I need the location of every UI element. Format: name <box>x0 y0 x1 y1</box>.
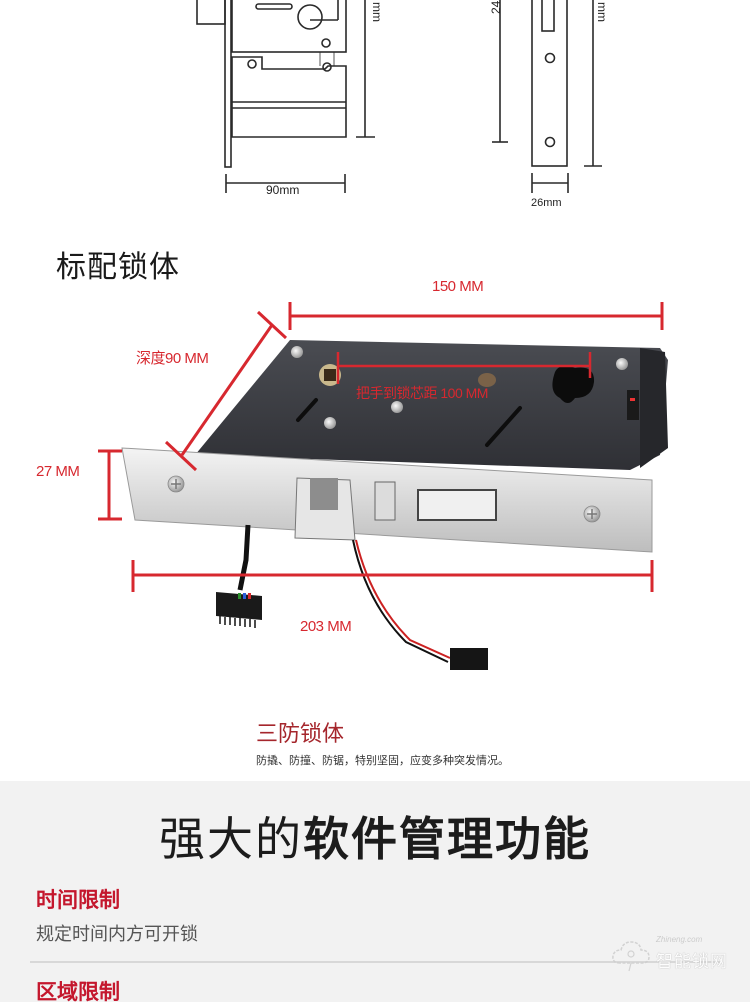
side-width-label: 26mm <box>531 197 562 209</box>
front-height-label: mm <box>370 2 384 22</box>
technical-drawings: 90mm mm 24 mm 26mm <box>0 0 750 225</box>
lock-line-drawing <box>196 0 602 193</box>
standard-lock-title: 标配锁体 <box>56 250 180 285</box>
three-proof-description: 防撬、防撞、防锯，特别坚固，应变多种突发情况。 <box>256 754 509 767</box>
side-height-label: 24 <box>489 0 503 14</box>
watermark: Zhineng.com 智能锁网 <box>610 933 730 977</box>
feature-time-limit-title: 时间限制 <box>36 888 120 912</box>
title-bold-part: 软件管理功能 <box>303 812 591 866</box>
software-management-section: 强大的软件管理功能 时间限制 规定时间内方可开锁 区域限制 Zhineng.co… <box>0 781 750 1002</box>
depth-dimension-label: 深度90 MM <box>136 350 209 367</box>
front-width-label: 90mm <box>266 183 300 197</box>
feature-area-limit-title: 区域限制 <box>36 980 120 1002</box>
length-dimension-label: 150 MM <box>432 278 484 295</box>
faceplate-length-label: 203 MM <box>300 618 352 635</box>
side-height-label-right: mm <box>595 2 609 22</box>
watermark-domain: Zhineng.com <box>656 935 703 944</box>
watermark-brand: 智能锁网 <box>656 952 728 972</box>
cloud-logo-icon <box>612 941 650 972</box>
software-section-title: 强大的软件管理功能 <box>0 803 750 869</box>
feature-divider <box>30 961 720 963</box>
three-proof-title: 三防锁体 <box>256 722 345 747</box>
height-dimension-label: 27 MM <box>36 463 80 480</box>
lock-body-illustration <box>98 302 668 670</box>
lock-body-figure: 150 MM 深度90 MM 把手到锁芯距 100 MM 27 MM 203 M… <box>0 278 750 700</box>
feature-time-limit-description: 规定时间内方可开锁 <box>36 924 198 945</box>
title-light-part: 强大的 <box>159 812 303 866</box>
handle-to-core-label: 把手到锁芯距 100 MM <box>356 385 488 401</box>
